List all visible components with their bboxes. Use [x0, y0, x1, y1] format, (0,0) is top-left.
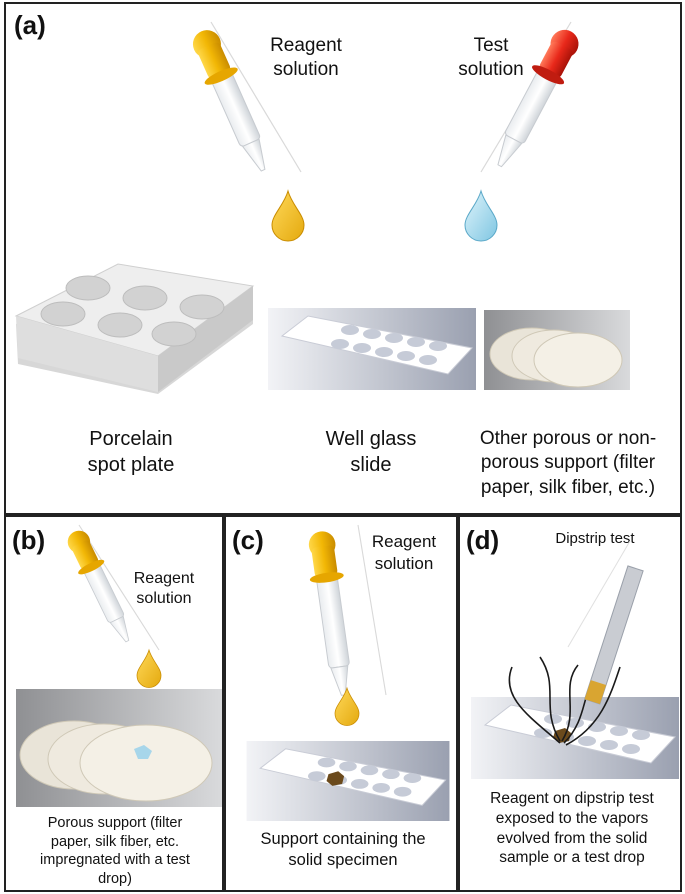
panel-c-caption: Support containing the solid specimen: [260, 830, 426, 870]
slide-with-specimen-icon: [246, 741, 450, 821]
reagent-dropper-icon: [308, 524, 387, 696]
panel-c: (c) Reagent solution Support containing: [224, 515, 458, 892]
panel-d-caption: Reagent on dipstrip test exposed to the …: [490, 790, 654, 867]
impregnated-filter-paper-icon: [16, 689, 222, 807]
panel-a-label: (a): [14, 10, 46, 40]
panel-c-label: (c): [232, 525, 264, 555]
well-glass-slide-icon: [268, 308, 476, 390]
well-glass-slide-label: Well glass slide: [325, 428, 417, 476]
test-drop-icon: [464, 189, 498, 242]
panel-a: (a) Reagent solution Test solutio: [4, 2, 682, 515]
other-support-label: Other porous or non- porous support (fil…: [479, 428, 657, 498]
panel-b-caption: Porous support (filter paper, silk fiber…: [40, 815, 190, 887]
spot-plate-label: Porcelain spot plate: [87, 428, 175, 476]
vapor-lines-icon: [508, 540, 631, 746]
panel-d-label: (d): [466, 525, 500, 555]
reagent-dropper-icon: [192, 21, 302, 173]
reagent-label: Reagent solution: [371, 532, 437, 573]
reagent-drop-icon: [136, 648, 162, 688]
test-dropper-icon: [480, 21, 579, 173]
filter-paper-icon: [484, 310, 630, 390]
dipstrip-title: Dipstrip test: [555, 530, 635, 547]
dipstrip-icon: [584, 565, 644, 705]
reagent-label: Reagent solution: [133, 570, 195, 608]
reagent-drop-icon: [334, 686, 360, 726]
test-label: Test solution: [458, 35, 524, 81]
panel-b: (b) Reagent solution Porous support (fil…: [4, 515, 224, 892]
reagent-label: Reagent solution: [270, 35, 342, 81]
panel-d: (d) Dipstrip test Reagent on: [458, 515, 682, 892]
panel-b-label: (b): [12, 525, 46, 555]
reagent-dropper-icon: [67, 524, 160, 651]
reagent-drop-icon: [271, 189, 305, 242]
spot-plate-icon: [14, 263, 255, 394]
